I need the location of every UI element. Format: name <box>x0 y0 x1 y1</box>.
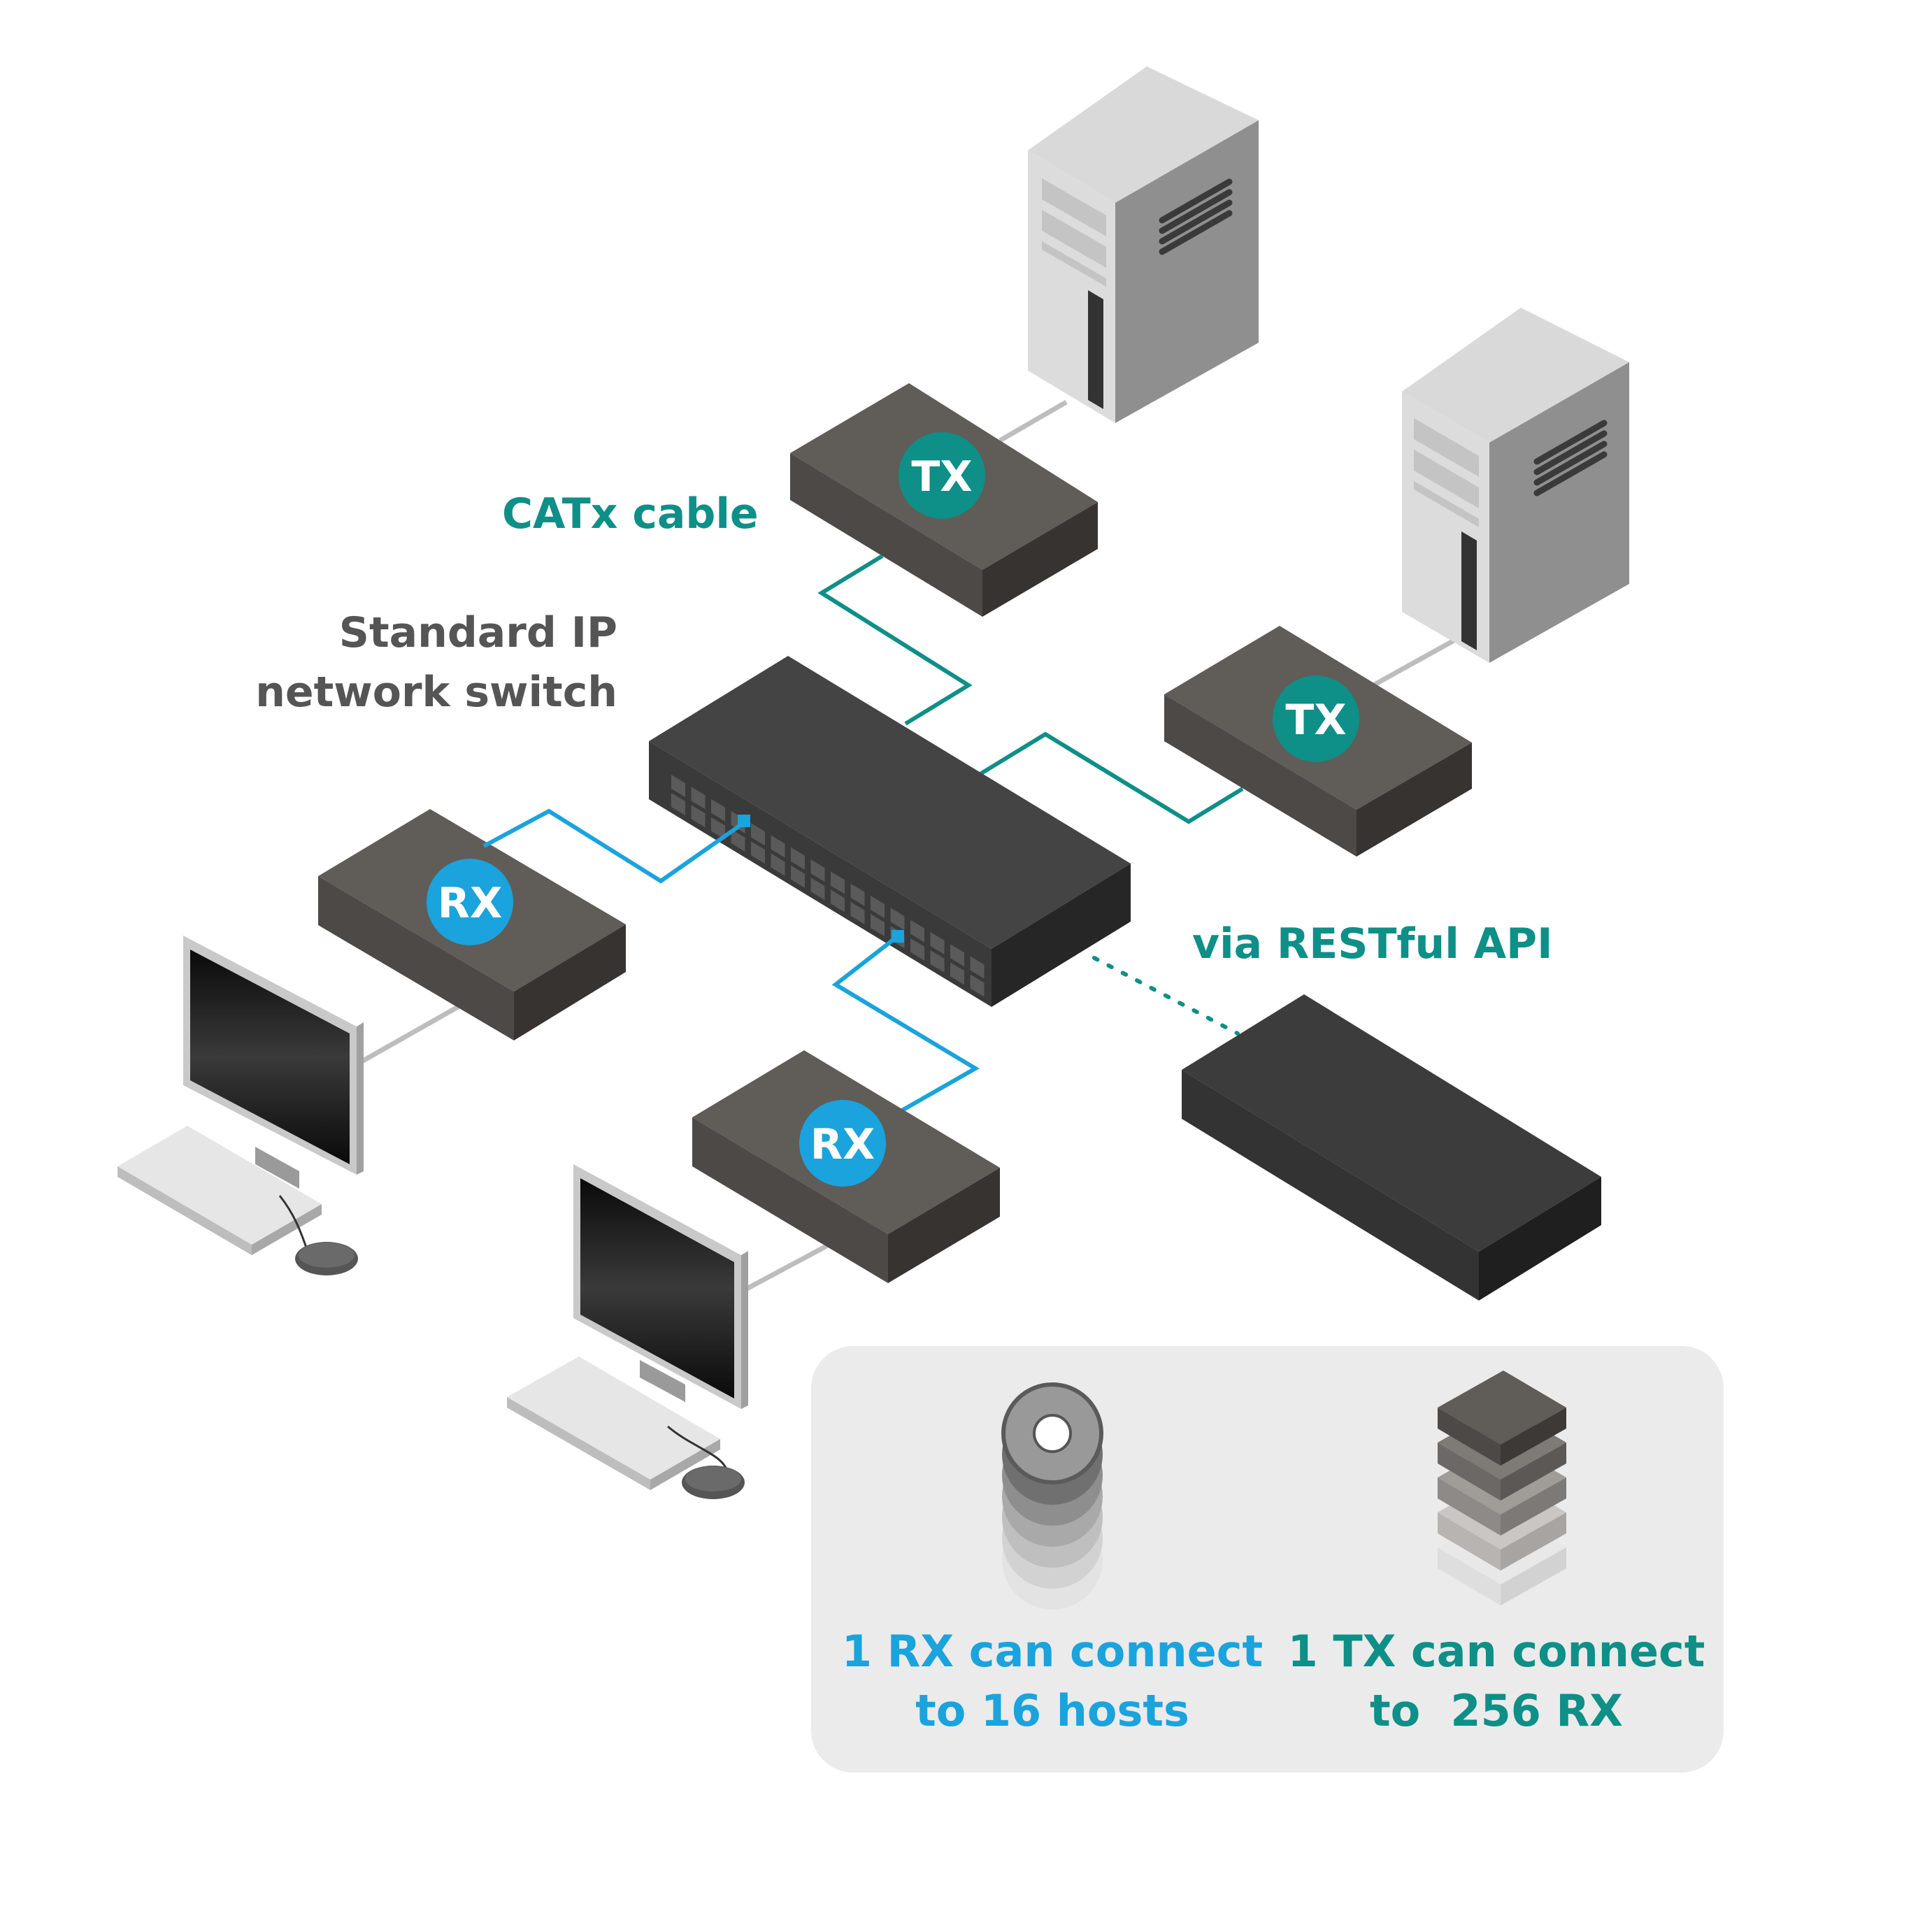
switch-port <box>671 793 685 815</box>
switch-port <box>831 889 845 913</box>
tx-top-badge <box>899 432 985 519</box>
workstation-bottom <box>507 1164 748 1499</box>
rx-cables <box>482 808 980 1112</box>
switch-port <box>691 805 706 828</box>
video-cables <box>352 399 1463 1296</box>
server-top <box>1028 66 1259 423</box>
catx-cable-label: CATx cable <box>502 489 759 538</box>
switch-port <box>731 829 745 852</box>
switch-port <box>871 914 885 936</box>
rx-left-badge <box>427 859 513 945</box>
switch-port <box>791 847 805 870</box>
tx-top-label: TX <box>911 452 972 501</box>
switch-port-active-1 <box>738 815 750 827</box>
switch-port <box>871 896 885 918</box>
switch-port <box>831 871 845 894</box>
switch-port <box>910 920 924 943</box>
management-server <box>1182 994 1601 1301</box>
switch-port <box>771 835 785 858</box>
tx-right-badge <box>1273 675 1359 762</box>
rx-capacity-line2: to 16 hosts <box>915 1685 1189 1736</box>
network-switch <box>649 656 1131 1007</box>
switch-port <box>751 823 765 846</box>
switch-port <box>671 775 685 797</box>
rx-bottom-label: RX <box>810 1120 875 1169</box>
rx-bottom-badge <box>799 1100 886 1187</box>
restful-api-label: via RESTful API <box>1192 920 1553 968</box>
rx-capacity-line1: 1 RX can connect <box>841 1626 1264 1677</box>
api-dotted-link <box>1092 956 1240 1036</box>
switch-port <box>950 944 964 967</box>
tx-capacity-line2: to 256 RX <box>1370 1685 1623 1736</box>
switch-port <box>771 853 785 876</box>
tx-capacity-line1: 1 TX can connect <box>1287 1626 1705 1677</box>
host-stack-icon <box>1001 1382 1103 1610</box>
switch-port <box>930 950 945 973</box>
switch-port <box>711 799 725 822</box>
switch-port <box>850 883 865 906</box>
workstation-left <box>117 936 364 1275</box>
switch-port <box>810 859 825 882</box>
tx-right-label: TX <box>1285 696 1346 745</box>
switch-port <box>791 865 805 888</box>
switch-port <box>950 962 964 985</box>
switch-port <box>970 956 985 979</box>
switch-port <box>751 841 765 864</box>
switch-label-line2: network switch <box>255 668 617 717</box>
catx-cables <box>817 554 1244 824</box>
switch-port <box>930 931 945 954</box>
switch-port <box>711 817 725 840</box>
switch-port <box>890 908 905 931</box>
switch-port-active-2 <box>892 930 904 943</box>
switch-port <box>810 878 825 901</box>
switch-port <box>970 974 985 997</box>
switch-label-line1: Standard IP <box>338 608 617 657</box>
rx-stack-icon <box>1438 1371 1566 1605</box>
rx-left-label: RX <box>438 879 502 928</box>
switch-port <box>691 787 706 810</box>
switch-port <box>850 901 865 924</box>
server-right <box>1402 308 1629 663</box>
switch-port <box>910 938 924 961</box>
